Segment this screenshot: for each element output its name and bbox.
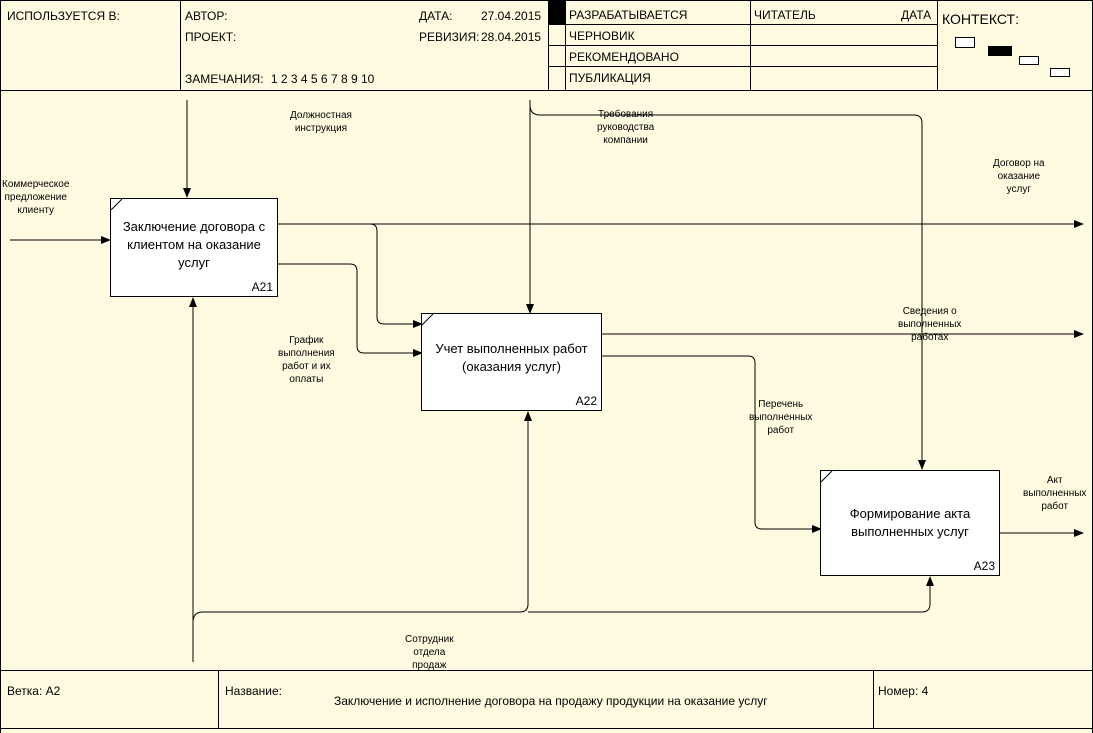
function-box-a21[interactable]: Заключение договора с клиентом на оказан…	[110, 198, 278, 297]
context-label: КОНТЕКСТ:	[942, 11, 1019, 27]
notes-label-text: ЗАМЕЧАНИЯ:	[185, 72, 264, 86]
label-commercial-offer: Коммерческое предложение клиенту	[2, 179, 70, 216]
function-box-a22[interactable]: Учет выполненных работ (оказания услуг) …	[421, 313, 602, 411]
used-in-label: ИСПОЛЬЗУЕТСЯ В:	[7, 9, 120, 23]
label-act: Акт выполненных работ	[1023, 475, 1087, 512]
box-title: Учет выполненных работ (оказания услуг)	[435, 341, 588, 374]
box-title: Формирование акта выполненных услуг	[849, 506, 971, 539]
label-work-info: Сведения о выполненных работах	[898, 306, 962, 343]
status-publication: ПУБЛИКАЦИЯ	[569, 71, 651, 85]
footer-number: Номер: 4	[878, 684, 929, 698]
reader-label: ЧИТАТЕЛЬ	[754, 8, 816, 22]
status-recommended: РЕКОМЕНДОВАНО	[569, 50, 679, 64]
arrow-work-list	[602, 355, 822, 533]
box-title: Заключение договора с клиентом на оказан…	[122, 219, 266, 270]
status-developing: РАЗРАБАТЫВАЕТСЯ	[569, 8, 688, 22]
label-work-list: Перечень выполненных работ	[749, 399, 813, 436]
reader-date-label: ДАТА	[901, 8, 932, 22]
label-schedule: График выполнения работ и их оплаты	[278, 335, 335, 385]
box-number: A23	[973, 559, 995, 573]
label-job-instruction: Должностная инструкция	[290, 110, 352, 134]
box-number: A22	[575, 394, 597, 408]
box-corner-mark	[821, 471, 833, 483]
notes-numbers: 1 2 3 4 5 6 7 8 9 10	[270, 72, 375, 86]
label-service-contract: Договор на оказание услуг	[993, 158, 1045, 195]
arrow-employee-a23	[528, 576, 934, 613]
revision-value: 28.04.2015	[481, 30, 542, 44]
arrow-requirements-a23	[529, 104, 926, 470]
box-corner-mark	[422, 314, 434, 326]
revision-label: РЕВИЗИЯ:	[419, 30, 480, 44]
box-corner-mark	[111, 199, 123, 211]
arrow-schedule	[278, 263, 423, 357]
project-label: ПРОЕКТ:	[185, 30, 237, 44]
author-label: АВТОР:	[185, 9, 228, 23]
notes-label: ЗАМЕЧАНИЯ: 1 2 3 4 5 6 7 8 9 10	[185, 72, 374, 86]
footer-branch: Ветка: А2	[7, 684, 61, 698]
function-box-a23[interactable]: Формирование акта выполненных услуг A23	[820, 470, 1000, 576]
status-marker	[549, 1, 565, 24]
date-value: 27.04.2015	[481, 9, 542, 23]
arrow-contract-to-a22	[278, 223, 423, 328]
arrow-employee-a22	[192, 411, 532, 623]
footer-name-label: Название:	[225, 684, 282, 698]
status-draft: ЧЕРНОВИК	[569, 29, 635, 43]
box-number: A21	[251, 280, 273, 294]
label-sales-employee: Сотрудник отдела продаж	[405, 634, 454, 671]
footer-name-value: Заключение и исполнение договора на прод…	[334, 694, 768, 708]
label-management-requirements: Требования руководства компании	[597, 109, 655, 146]
date-label: ДАТА:	[419, 9, 453, 23]
